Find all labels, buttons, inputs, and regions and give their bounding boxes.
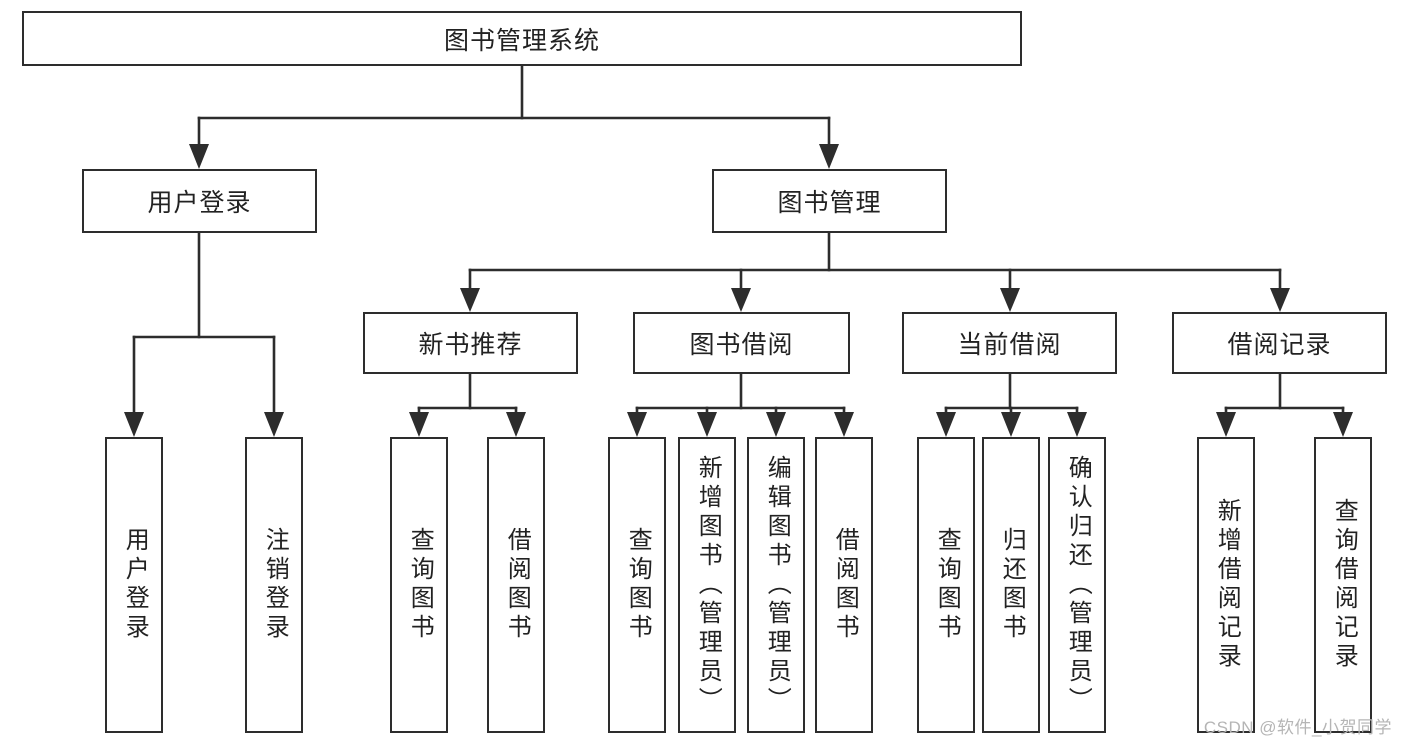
node-new-book-recommend: 新书推荐: [363, 312, 578, 374]
node-label: 归还图书: [998, 527, 1026, 643]
node-leaf-add-borrow-record: 新增借阅记录: [1197, 437, 1255, 733]
node-label: 查询图书: [406, 527, 434, 643]
node-label: 编辑图书（管理员）: [763, 454, 791, 716]
node-leaf-borrow-books-2: 借阅图书: [815, 437, 873, 733]
connector-newbook-to-leaves: [409, 372, 526, 437]
connector-borrowing-to-leaves: [627, 372, 854, 437]
node-leaf-logout: 注销登录: [245, 437, 303, 733]
node-leaf-query-books-1: 查询图书: [390, 437, 448, 733]
node-label: 查询图书: [933, 527, 961, 643]
node-leaf-borrow-books-1: 借阅图书: [487, 437, 545, 733]
node-leaf-add-books-admin: 新增图书（管理员）: [678, 437, 736, 733]
connector-current-to-leaves: [936, 372, 1087, 437]
node-label: 注销登录: [261, 527, 289, 643]
node-label: 查询图书: [624, 527, 652, 643]
node-leaf-edit-books-admin: 编辑图书（管理员）: [747, 437, 805, 733]
node-user-login: 用户登录: [82, 169, 317, 233]
node-label: 当前借阅: [957, 331, 1062, 359]
node-leaf-query-books-2: 查询图书: [608, 437, 666, 733]
node-label: 查询借阅记录: [1330, 498, 1358, 672]
node-label: 新增借阅记录: [1213, 498, 1241, 672]
node-book-management: 图书管理: [712, 169, 947, 233]
node-label: 用户登录: [147, 189, 252, 217]
node-leaf-query-borrow-record: 查询借阅记录: [1314, 437, 1372, 733]
csdn-watermark: CSDN @软件_小贺同学: [1203, 718, 1392, 737]
node-label: 确认归还（管理员）: [1064, 454, 1092, 716]
node-label: 借阅记录: [1227, 331, 1332, 359]
node-label: 新增图书（管理员）: [694, 454, 722, 716]
node-leaf-confirm-return-admin: 确认归还（管理员）: [1048, 437, 1106, 733]
connector-root-to-level2: [189, 64, 839, 169]
node-leaf-user-login: 用户登录: [105, 437, 163, 733]
node-label: 图书管理: [777, 189, 882, 217]
node-label: 借阅图书: [503, 527, 531, 643]
connector-bookmgmt-to-level3: [460, 231, 1290, 312]
node-label: 图书借阅: [689, 331, 794, 359]
connector-records-to-leaves: [1216, 372, 1353, 437]
node-label: 新书推荐: [418, 331, 523, 359]
node-current-borrowing: 当前借阅: [902, 312, 1117, 374]
node-borrowing-records: 借阅记录: [1172, 312, 1387, 374]
connector-userlogin-to-leaves: [124, 231, 284, 437]
node-label: 借阅图书: [831, 527, 859, 643]
node-root-library-system: 图书管理系统: [22, 11, 1022, 66]
node-label: 用户登录: [121, 527, 149, 643]
node-book-borrowing: 图书借阅: [633, 312, 850, 374]
node-leaf-return-books: 归还图书: [982, 437, 1040, 733]
node-label: 图书管理系统: [443, 26, 600, 55]
node-leaf-query-books-3: 查询图书: [917, 437, 975, 733]
